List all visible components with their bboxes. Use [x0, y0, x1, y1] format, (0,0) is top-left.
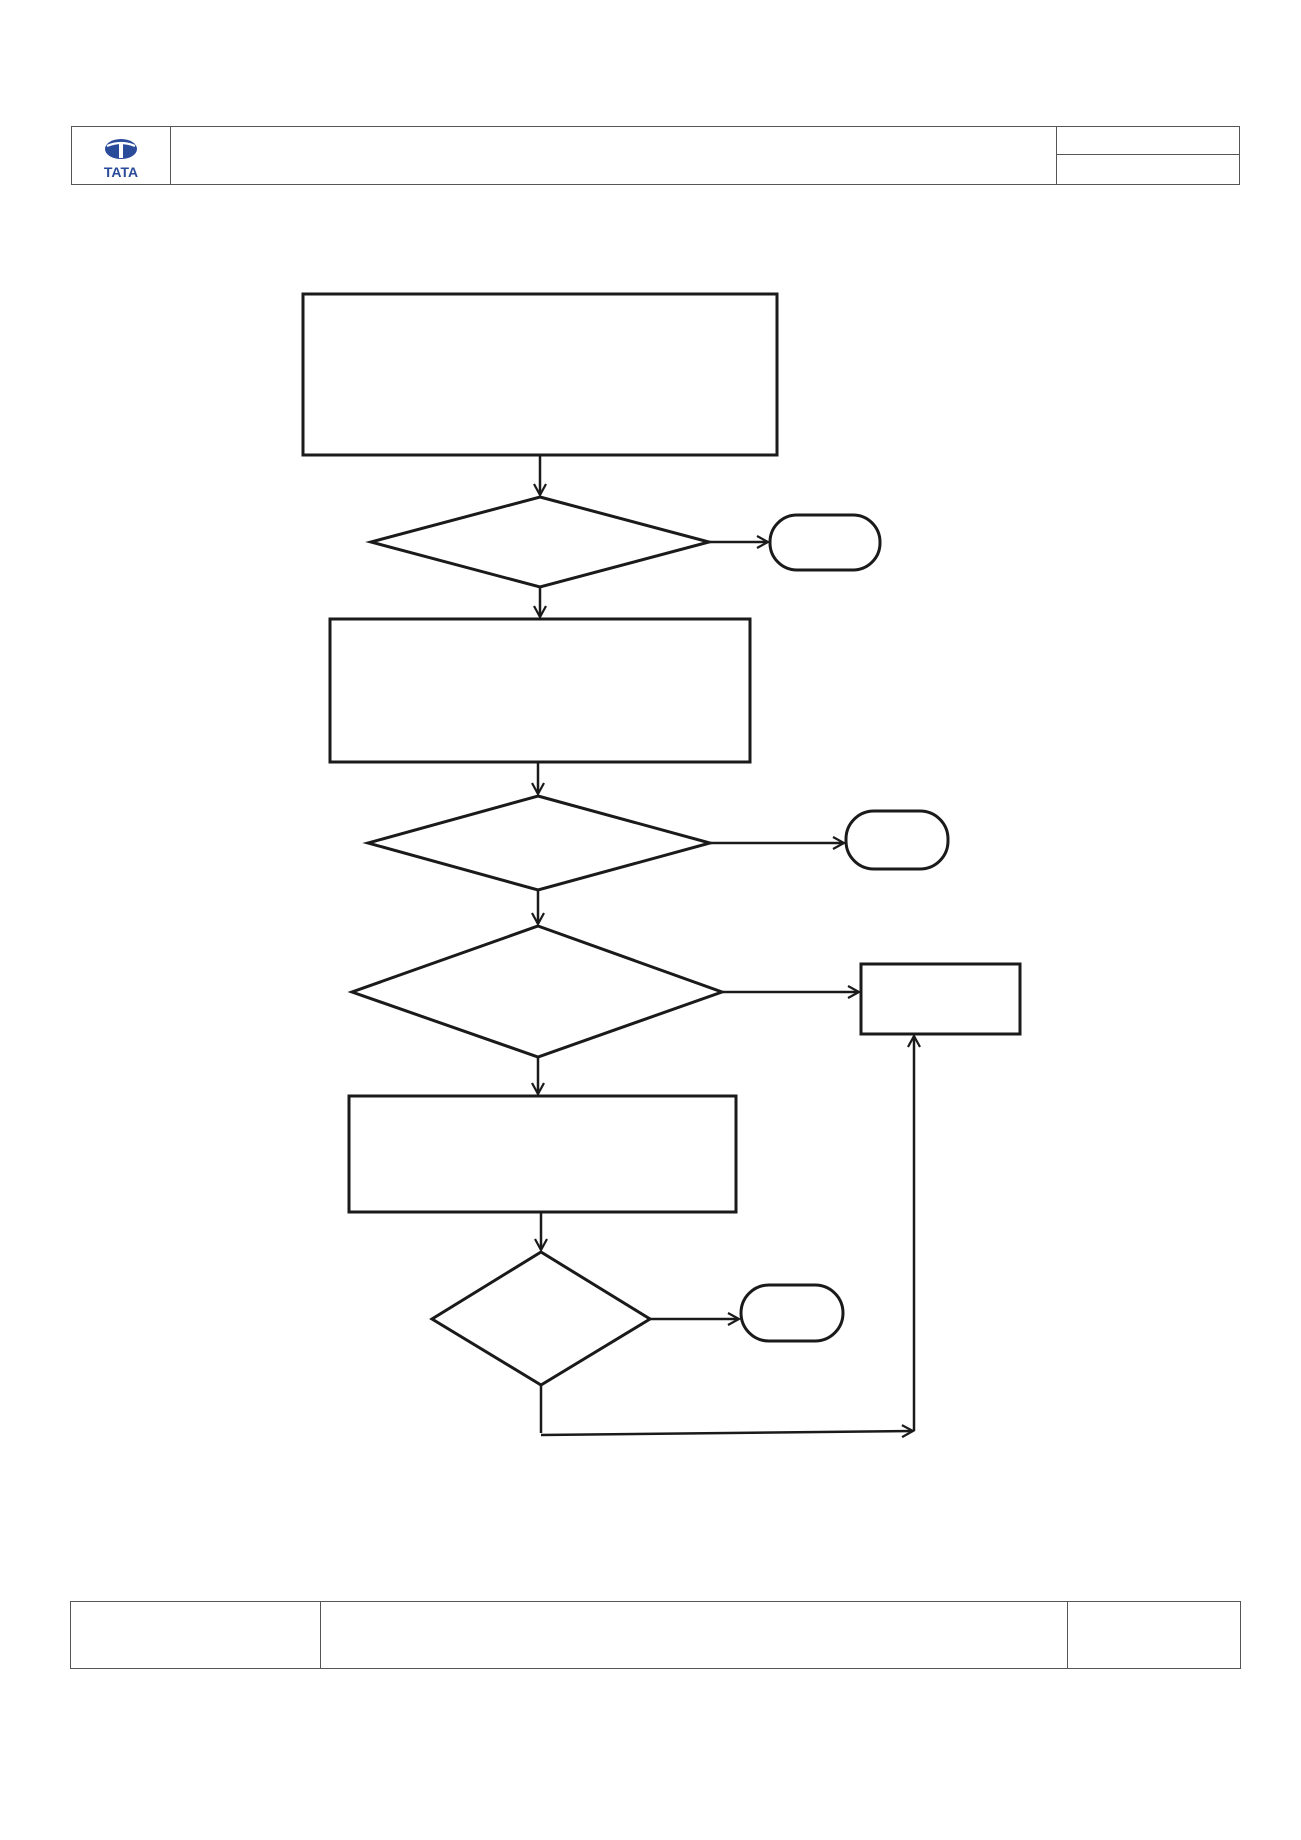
decision-diamond-3: [347, 924, 727, 1059]
decision-diamond-2: [362, 794, 716, 892]
process-box-3: [347, 1094, 738, 1214]
terminal-3: [739, 1283, 845, 1343]
logo-cell: TATA: [72, 127, 171, 184]
terminal-1: [768, 513, 882, 572]
decision-diamond-1: [365, 495, 715, 589]
footer-page-cell: [1068, 1602, 1240, 1668]
footer-prepared-cell: [71, 1602, 321, 1668]
document-number: [1057, 127, 1239, 155]
header-table: TATA: [71, 126, 1240, 185]
footer-table: [70, 1601, 1241, 1669]
terminal-2: [844, 809, 950, 871]
process-box-2: [328, 617, 752, 764]
process-box-1: [301, 292, 779, 457]
process-box-side: [859, 962, 1022, 1036]
logo-wordmark: TATA: [104, 164, 138, 180]
tata-logo-icon: TATA: [104, 139, 138, 180]
connector-bottom-route: [540, 1431, 913, 1435]
decision-diamond-4: [429, 1250, 653, 1387]
document-title: [171, 127, 1057, 184]
footer-middle-cell: [321, 1602, 1068, 1668]
